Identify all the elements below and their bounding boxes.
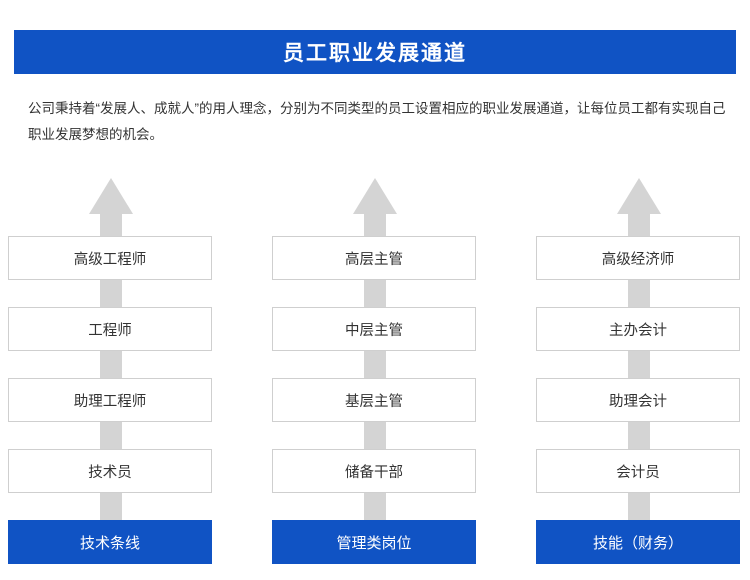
career-columns: 高级工程师 工程师 助理工程师 技术员 技术条线 高层主管 中层主管 基层主管 …: [0, 178, 750, 568]
level-box[interactable]: 工程师: [8, 307, 212, 351]
level-box[interactable]: 主办会计: [536, 307, 740, 351]
level-box[interactable]: 高级工程师: [8, 236, 212, 280]
level-box[interactable]: 储备干部: [272, 449, 476, 493]
career-column-finance: 高级经济师 主办会计 助理会计 会计员 技能（财务）: [536, 178, 742, 568]
page-title: 员工职业发展通道: [283, 42, 467, 65]
track-footer-label[interactable]: 技能（财务）: [536, 520, 740, 564]
arrow-head: [353, 178, 397, 214]
level-box[interactable]: 基层主管: [272, 378, 476, 422]
arrow-head: [89, 178, 133, 214]
page-title-bar: 员工职业发展通道: [14, 30, 736, 74]
career-column-management: 高层主管 中层主管 基层主管 储备干部 管理类岗位: [272, 178, 478, 568]
intro-paragraph: 公司秉持着“发展人、成就人”的用人理念，分别为不同类型的员工设置相应的职业发展通…: [28, 101, 726, 142]
level-box[interactable]: 高级经济师: [536, 236, 740, 280]
level-box[interactable]: 高层主管: [272, 236, 476, 280]
level-box[interactable]: 助理工程师: [8, 378, 212, 422]
level-box[interactable]: 技术员: [8, 449, 212, 493]
career-column-technical: 高级工程师 工程师 助理工程师 技术员 技术条线: [8, 178, 214, 568]
arrow-head: [617, 178, 661, 214]
level-box[interactable]: 中层主管: [272, 307, 476, 351]
track-footer-label[interactable]: 技术条线: [8, 520, 212, 564]
level-box[interactable]: 助理会计: [536, 378, 740, 422]
track-footer-label[interactable]: 管理类岗位: [272, 520, 476, 564]
level-box[interactable]: 会计员: [536, 449, 740, 493]
